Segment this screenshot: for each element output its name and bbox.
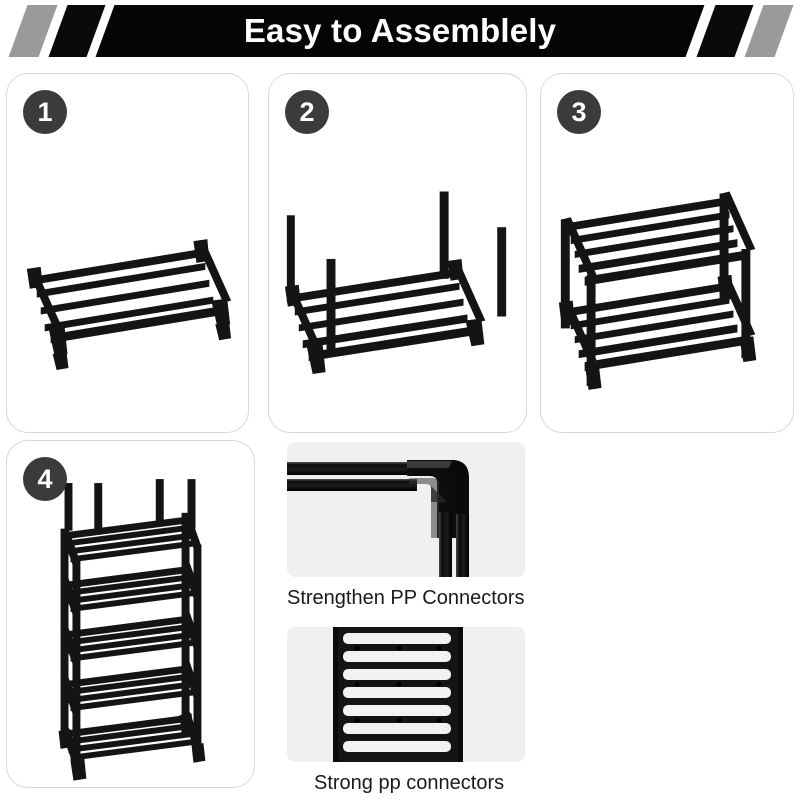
banner-body-fill bbox=[150, 5, 650, 57]
slatted-shelf-panel-icon bbox=[333, 627, 463, 762]
connector-photo-tile bbox=[287, 442, 525, 577]
step-badge-1: 1 bbox=[23, 90, 67, 134]
step-badge-2: 2 bbox=[285, 90, 329, 134]
step-badge-3: 3 bbox=[557, 90, 601, 134]
step-card-2: 2 bbox=[268, 73, 527, 433]
step-3-illustration bbox=[558, 191, 757, 390]
step-card-4: 4 bbox=[6, 440, 255, 788]
feature-strong-pp-connectors: Strong pp connectors bbox=[287, 627, 525, 794]
step-2-illustration bbox=[284, 191, 507, 375]
step-card-1: 1 bbox=[6, 73, 249, 433]
feature-1-caption: Strengthen PP Connectors bbox=[287, 587, 525, 609]
step-badge-4: 4 bbox=[23, 457, 67, 501]
step-1-illustration bbox=[26, 239, 232, 371]
corner-elbow-connector-icon bbox=[287, 460, 469, 577]
step-4-illustration bbox=[58, 479, 206, 781]
slat-panel-photo-tile bbox=[287, 627, 525, 762]
step-card-3: 3 bbox=[540, 73, 794, 433]
feature-2-caption: Strong pp connectors bbox=[314, 772, 505, 794]
header-banner: Easy to Assemblely bbox=[0, 0, 800, 62]
feature-strengthen-pp-connectors: Strengthen PP Connectors bbox=[287, 442, 525, 609]
page-title: Easy to Assemblely bbox=[243, 12, 557, 49]
